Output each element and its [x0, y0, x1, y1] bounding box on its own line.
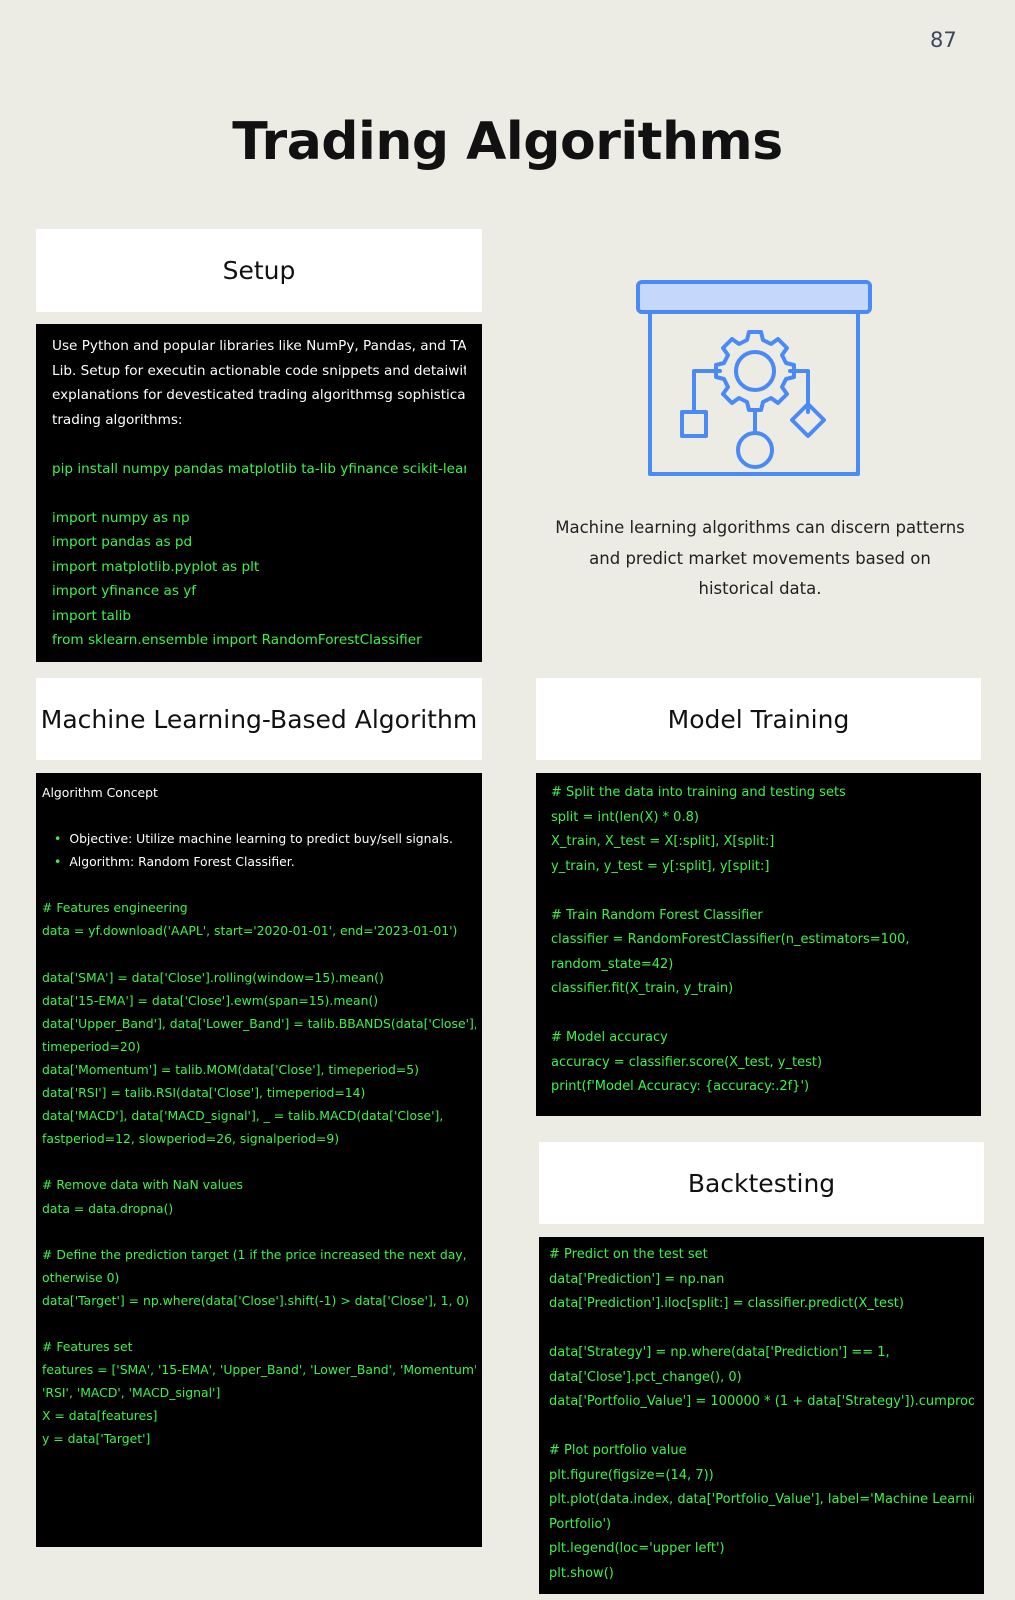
code-line: plt.plot(data.index, data['Portfolio_Val… [549, 1492, 974, 1507]
code-line: # Features engineering [42, 900, 188, 916]
model-training-heading: Model Training [536, 678, 981, 760]
code-line: # Model accuracy [551, 1030, 668, 1045]
code-line: import talib [52, 607, 132, 624]
code-line: import yfinance as yf [52, 583, 197, 599]
target-code: # Define the prediction target (1 if the… [42, 1243, 476, 1312]
code-line: data = yf.download('AAPL', start='2020-0… [42, 923, 458, 939]
code-line: data['Portfolio_Value'] = 100000 * (1 + … [549, 1394, 974, 1409]
strategy-code: data['Strategy'] = np.where(data['Predic… [549, 1341, 974, 1415]
model-training-code-block: # Split the data into training and testi… [536, 773, 981, 1116]
code-line: # Remove data with NaN values [42, 1177, 243, 1193]
ml-algorithm-heading: Machine Learning-Based Algorithm [36, 678, 482, 760]
algorithm-flowchart-icon [636, 280, 872, 476]
code-line: data = data.dropna() [42, 1200, 174, 1216]
code-line: data['Momentum'] = talib.MOM(data['Close… [42, 1061, 419, 1077]
code-line: data['Target'] = np.where(data['Close'].… [42, 1292, 470, 1308]
install-command: pip install numpy pandas matplotlib ta-l… [52, 460, 466, 477]
code-line: classifier.fit(X_train, y_train) [551, 981, 734, 996]
code-line: # Define the prediction target (1 if the… [42, 1246, 467, 1262]
code-line: Lib. Setup for executin actionable code … [52, 362, 466, 379]
page-number: 87 [930, 28, 957, 52]
accuracy-code: # Model accuracy accuracy = classifier.s… [551, 1026, 966, 1100]
code-line: explanations for devesticated trading al… [52, 387, 466, 403]
nan-code: # Remove data with NaN values data = dat… [42, 1173, 476, 1219]
code-line: split = int(len(X) * 0.8) [551, 809, 699, 825]
code-line: accuracy = classifier.score(X_test, y_te… [551, 1054, 823, 1070]
code-line: plt.legend(loc='upper left') [549, 1541, 725, 1556]
code-line: data['Strategy'] = np.where(data['Predic… [549, 1345, 890, 1360]
code-line: classifier = RandomForestClassifier(n_es… [551, 932, 910, 947]
code-line: otherwise 0) [42, 1269, 120, 1285]
code-line: import numpy as np [52, 509, 190, 526]
code-line: 'RSI', 'MACD', 'MACD_signal'] [42, 1385, 221, 1401]
code-line: X_train, X_test = X[:split], X[split:] [551, 834, 775, 849]
code-line: data['Close'].pct_change(), 0) [549, 1369, 742, 1385]
ml-algorithm-code-block: Algorithm Concept •Objective: Utilize ma… [36, 773, 482, 1547]
train-code: # Train Random Forest Classifier classif… [551, 904, 966, 1002]
plot-code: # Plot portfolio value plt.figure(figsiz… [549, 1439, 974, 1586]
setup-intro: Use Python and popular libraries like Nu… [52, 334, 466, 432]
features-code: # Features engineering data = yf.downloa… [42, 896, 476, 942]
code-line: X = data[features] [42, 1408, 158, 1424]
code-line: Use Python and popular libraries like Nu… [52, 338, 466, 354]
code-line: # Train Random Forest Classifier [551, 907, 763, 923]
concept-title: Algorithm Concept [42, 785, 158, 800]
code-line: data['SMA'] = data['Close'].rolling(wind… [42, 969, 384, 985]
code-line: data['Upper_Band'], data['Lower_Band'] =… [42, 1015, 476, 1031]
code-line: y_train, y_test = y[:split], y[split:] [551, 858, 770, 874]
code-line: data['15-EMA'] = data['Close'].ewm(span=… [42, 992, 379, 1008]
predict-code: # Predict on the test set data['Predicti… [549, 1243, 974, 1317]
split-code: # Split the data into training and testi… [551, 781, 966, 879]
code-line: random_state=42) [551, 956, 674, 972]
code-line: import matplotlib.pyplot as plt [52, 558, 260, 575]
code-line: plt.show() [549, 1565, 614, 1581]
code-line: # Features set [42, 1339, 133, 1355]
page-title: Trading Algorithms [232, 112, 783, 172]
list-item: •Algorithm: Random Forest Classifier. [54, 854, 295, 870]
code-line: timeperiod=20) [42, 1038, 141, 1054]
illustration-caption: Machine learning algorithms can discern … [555, 518, 965, 598]
backtesting-code-block: # Predict on the test set data['Predicti… [539, 1237, 984, 1594]
setup-code-block: Use Python and popular libraries like Nu… [36, 324, 482, 662]
code-line: # Predict on the test set [549, 1247, 708, 1262]
featureset-code: # Features set features = ['SMA', '15-EM… [42, 1335, 476, 1450]
code-line: print(f'Model Accuracy: {accuracy:.2f}') [551, 1079, 810, 1094]
code-line: features = ['SMA', '15-EMA', 'Upper_Band… [42, 1362, 476, 1378]
code-line: plt.figure(figsize=(14, 7)) [549, 1467, 714, 1483]
backtesting-heading: Backtesting [539, 1142, 984, 1224]
code-line: # Plot portfolio value [549, 1443, 687, 1458]
code-line: data['MACD'], data['MACD_signal'], _ = t… [42, 1108, 444, 1124]
code-line: from sklearn.ensemble import RandomFores… [52, 632, 422, 648]
code-line: data['RSI'] = talib.RSI(data['Close'], t… [42, 1085, 366, 1101]
code-line: data['Prediction'].iloc[split:] = classi… [549, 1296, 904, 1311]
import-list: import numpy as np import pandas as pd i… [52, 506, 466, 653]
list-item: •Objective: Utilize machine learning to … [54, 831, 453, 847]
indicators-code: data['SMA'] = data['Close'].rolling(wind… [42, 966, 476, 1151]
code-line: trading algorithms: [52, 411, 183, 428]
code-line: import pandas as pd [52, 534, 193, 550]
code-line: # Split the data into training and testi… [551, 785, 846, 800]
code-line: Portfolio') [549, 1516, 612, 1532]
code-line: data['Prediction'] = np.nan [549, 1271, 725, 1287]
concept-bullets: •Objective: Utilize machine learning to … [42, 827, 476, 873]
code-line: y = data['Target'] [42, 1431, 151, 1447]
code-line: fastperiod=12, slowperiod=26, signalperi… [42, 1131, 340, 1147]
setup-heading: Setup [36, 229, 482, 312]
